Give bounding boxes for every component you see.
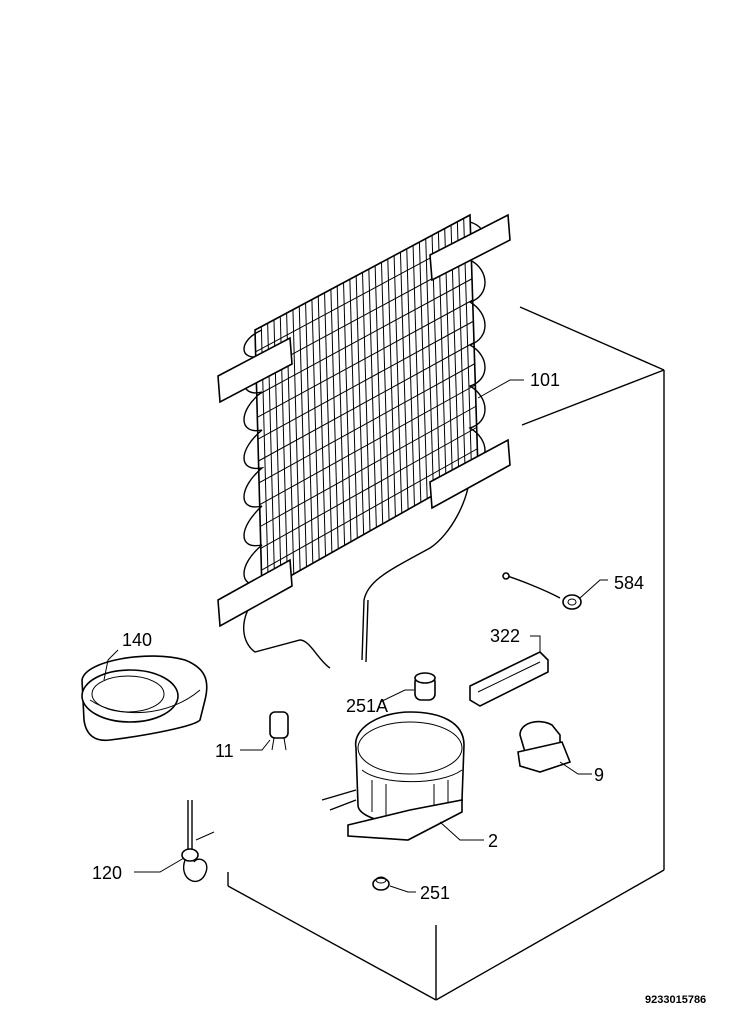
condenser-tube [256, 278, 473, 396]
condenser-tube [258, 363, 475, 484]
diagram-reference-number: 9233015786 [645, 994, 706, 1006]
condenser-bracket-top-left [217, 336, 293, 404]
label-9: 9 [594, 765, 604, 785]
condenser-bracket-top-right [429, 213, 511, 282]
condenser-tube [261, 448, 478, 571]
part-2-compressor [321, 711, 465, 841]
part-140-drip-tray [81, 655, 208, 742]
label-120: 120 [92, 863, 122, 883]
part-11-relay [269, 711, 289, 751]
leader-lines [103, 379, 608, 893]
condenser-tube [259, 384, 476, 506]
label-251: 251 [420, 883, 450, 903]
part-322-bracket [469, 651, 549, 707]
part-251a-grommet [414, 672, 436, 701]
condenser-tube [257, 299, 473, 418]
label-140: 140 [122, 630, 152, 650]
label-322: 322 [490, 626, 520, 646]
condenser-tube [260, 427, 477, 549]
label-101: 101 [530, 370, 560, 390]
label-251a: 251A [346, 696, 388, 716]
condenser-tube [258, 342, 475, 462]
part-251-grommet [372, 876, 390, 891]
condenser-tube [260, 405, 477, 527]
label-2: 2 [488, 831, 498, 851]
part-584-lead [502, 572, 582, 610]
label-584: 584 [614, 573, 644, 593]
cabinet-outline [227, 306, 665, 1001]
part-9-starter [517, 720, 572, 773]
label-11: 11 [215, 741, 234, 761]
part-120-filter [181, 800, 215, 883]
condenser-bracket-mid-right [429, 438, 511, 510]
condenser-bracket-bottom-left [217, 558, 293, 628]
condenser-tube [254, 214, 471, 331]
condenser-grid [242, 213, 486, 669]
condenser-tube [257, 320, 474, 440]
